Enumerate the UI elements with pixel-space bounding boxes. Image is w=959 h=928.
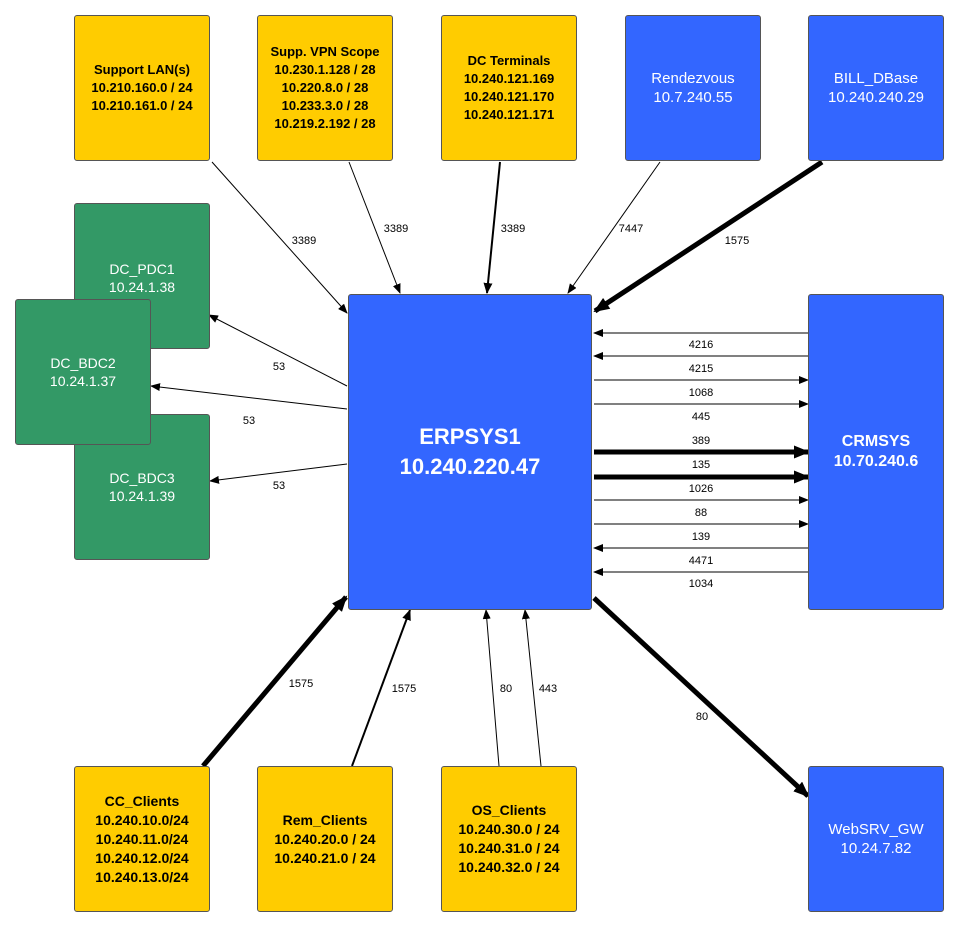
node-address: 10.219.2.192 / 28	[274, 116, 376, 131]
edge-port-label: 3389	[501, 223, 525, 235]
node-title: CC_Clients	[104, 792, 180, 809]
edge-rem-to-center-1575	[351, 609, 411, 767]
node-address: 10.24.7.82	[840, 840, 912, 857]
node-address: 10.240.121.169	[463, 71, 555, 86]
node-address: 10.210.161.0 / 24	[91, 98, 193, 113]
node-erpsys1: ERPSYS1 10.240.220.47	[348, 294, 592, 610]
node-address: 10.210.160.0 / 24	[91, 80, 193, 95]
node-rendezvous: Rendezvous 10.7.240.55	[625, 15, 761, 161]
node-address: 10.24.1.39	[108, 488, 176, 504]
edge-support-to-center-3389	[211, 161, 348, 314]
node-title: WebSRV_GW	[828, 821, 924, 838]
edge-os-to-center-443	[521, 609, 542, 767]
node-address: 10.240.20.0 / 24	[274, 830, 376, 847]
node-title: Supp. VPN Scope	[270, 44, 380, 59]
edge-port-label: 443	[539, 683, 557, 695]
edge-port-label: 80	[696, 711, 708, 723]
node-address: 10.240.30.0 / 24	[458, 821, 560, 837]
node-address: 10.240.11.0/24	[95, 830, 189, 847]
node-address: 10.230.1.128 / 28	[274, 62, 376, 77]
node-title: OS_Clients	[471, 802, 547, 818]
edge-labels-layer: 3389 3389 3389 7447 1575 53 53 53 4216 4215 1068 44…	[243, 223, 749, 723]
node-address: 10.240.21.0 / 24	[274, 849, 376, 866]
node-title: Rendezvous	[651, 70, 735, 87]
node-title: DC_BDC3	[109, 470, 175, 486]
node-support-lan: Support LAN(s) 10.210.160.0 / 24 10.210.…	[74, 15, 210, 161]
edge-port-label: 1575	[725, 235, 749, 247]
node-crmsys: CRMSYS 10.70.240.6	[808, 294, 944, 610]
edge-center-to-bdc3-53	[209, 463, 348, 484]
node-address: 10.24.1.38	[108, 279, 176, 295]
edge-port-label: 3389	[384, 223, 408, 235]
node-title: ERPSYS1	[419, 424, 521, 449]
edge-port-label: 4471	[689, 555, 713, 567]
edge-port-label: 1034	[689, 578, 713, 590]
edge-port-label: 1026	[689, 483, 713, 495]
node-title: Support LAN(s)	[93, 62, 191, 77]
node-address: 10.240.10.0/24	[95, 811, 189, 828]
edge-os-to-center-80	[482, 609, 500, 767]
node-title: CRMSYS	[841, 433, 911, 450]
node-address: 10.240.32.0 / 24	[458, 859, 560, 875]
edge-port-label: 1575	[392, 683, 416, 695]
node-address: 10.240.12.0/24	[95, 849, 189, 866]
node-title: DC_PDC1	[109, 261, 175, 277]
edge-port-label: 53	[243, 415, 255, 427]
node-title: Rem_Clients	[282, 811, 368, 828]
edge-port-label: 445	[692, 411, 710, 423]
edge-center-to-websrv-80	[592, 596, 810, 798]
edge-vpn-to-center-3389	[348, 161, 401, 294]
edge-port-label: 139	[692, 531, 710, 543]
node-cc-clients: CC_Clients 10.240.10.0/24 10.240.11.0/24…	[74, 766, 210, 912]
edge-port-label: 7447	[619, 223, 643, 235]
node-address: 10.240.121.170	[463, 89, 555, 104]
edge-port-label: 53	[273, 480, 285, 492]
edge-port-label: 4216	[689, 339, 713, 351]
edge-rendezvous-to-center-7447	[567, 161, 661, 294]
node-websrv-gw: WebSRV_GW 10.24.7.82	[808, 766, 944, 912]
node-supp-vpn-scope: Supp. VPN Scope 10.230.1.128 / 28 10.220…	[257, 15, 393, 161]
edge-center-to-bdc2-53	[150, 383, 348, 410]
edge-port-label: 1068	[689, 387, 713, 399]
edge-port-label: 53	[273, 361, 285, 373]
node-dc-terminals: DC Terminals 10.240.121.169 10.240.121.1…	[441, 15, 577, 161]
node-address: 10.240.121.171	[463, 107, 555, 122]
edge-port-label: 1575	[289, 678, 313, 690]
node-address: 10.240.220.47	[399, 454, 541, 479]
edge-port-label: 88	[695, 507, 707, 519]
edge-port-label: 4215	[689, 363, 713, 375]
edge-billdb-to-center-1575	[593, 159, 824, 314]
node-address: 10.24.1.37	[49, 373, 117, 389]
node-address: 10.220.8.0 / 28	[281, 80, 369, 95]
edge-cc-to-center-1575	[201, 595, 348, 768]
node-title: BILL_DBase	[833, 70, 919, 87]
node-dc-bdc2: DC_BDC2 10.24.1.37	[15, 299, 151, 445]
node-os-clients: OS_Clients 10.240.30.0 / 24 10.240.31.0 …	[441, 766, 577, 912]
node-address: 10.233.3.0 / 28	[281, 98, 369, 113]
node-address: 10.240.31.0 / 24	[458, 840, 560, 856]
node-address: 10.70.240.6	[833, 453, 919, 470]
node-rem-clients: Rem_Clients 10.240.20.0 / 24 10.240.21.0…	[257, 766, 393, 912]
node-address: 10.240.13.0/24	[95, 868, 189, 885]
node-address: 10.240.240.29	[828, 89, 924, 106]
edges-layer	[150, 159, 824, 798]
node-address: 10.7.240.55	[653, 89, 733, 106]
edge-port-label: 135	[692, 459, 710, 471]
edge-port-label: 389	[692, 435, 710, 447]
edge-port-label: 3389	[292, 235, 316, 247]
node-title: DC_BDC2	[50, 355, 116, 371]
node-title: DC Terminals	[467, 53, 551, 68]
node-bill-dbase: BILL_DBase 10.240.240.29	[808, 15, 944, 161]
edge-port-label: 80	[500, 683, 512, 695]
edge-center-to-pdc1-53	[208, 314, 348, 387]
edge-dcterm-to-center-3389	[483, 161, 501, 294]
